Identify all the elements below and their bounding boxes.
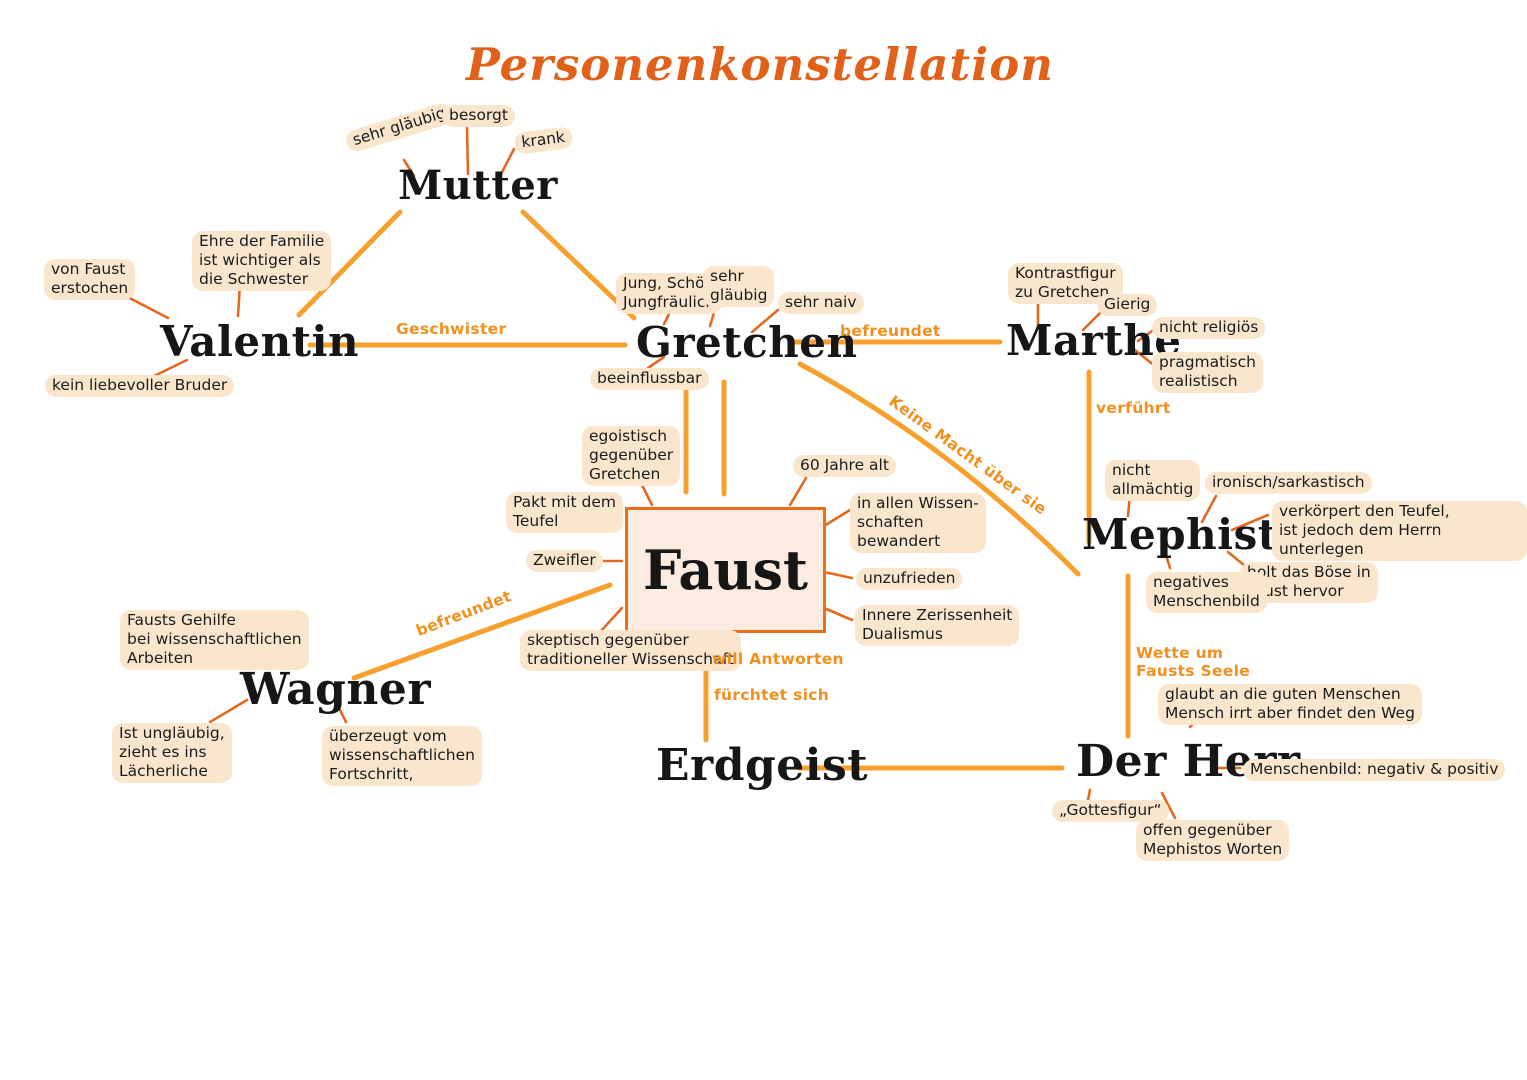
node-valentin: Valentin: [160, 317, 360, 366]
attr-derherr-gottesfigur: „Gottesfigur“: [1052, 800, 1169, 822]
attr-marthe-pragmatisch: pragmatisch realistisch: [1152, 352, 1263, 393]
attr-faust-zweifler: Zweifler: [526, 550, 603, 572]
node-wagner: Wagner: [240, 664, 432, 715]
attr-faust-unzufrieden: unzufrieden: [856, 568, 963, 590]
attr-gretchen-beeinflussbar: beeinflussbar: [590, 368, 709, 390]
attr-faust-wissenschaften: in allen Wissen- schaften bewandert: [850, 493, 986, 553]
attr-mephisto-teufel: verkörpert den Teufel, ist jedoch dem He…: [1272, 501, 1527, 561]
attr-gretchen-naiv: sehr naiv: [778, 292, 864, 314]
attr-wagner-gehilfe: Fausts Gehilfe bei wissenschaftlichen Ar…: [120, 610, 309, 670]
page-title: Personenkonstellation: [466, 38, 1055, 92]
attr-marthe-kontrast: Kontrastfigur zu Gretchen: [1008, 263, 1123, 304]
attr-faust-pakt: Pakt mit dem Teufel: [506, 492, 624, 533]
arrow-mutter-valentin: [296, 209, 403, 318]
attr-marthe-gierig: Gierig: [1097, 294, 1158, 316]
edge-label-verfuehrt: verführt: [1096, 399, 1171, 417]
attr-mephisto-allmaechtig: nicht allmächtig: [1105, 460, 1201, 501]
attribute-connectors: [118, 126, 1270, 820]
node-erdgeist: Erdgeist: [656, 740, 869, 791]
attr-wagner-unglaeubig: Ist ungläubig, zieht es ins Lächerliche: [112, 723, 232, 783]
attr-gretchen-glaeubig: sehr gläubig: [703, 266, 775, 307]
edge-label-wette: Wette um Fausts Seele: [1136, 644, 1251, 680]
attr-faust-skeptisch: skeptisch gegenüber traditioneller Wisse…: [520, 630, 741, 671]
node-marthe: Marthe: [1006, 316, 1182, 365]
node-faust: Faust: [625, 507, 826, 633]
attr-mutter-besorgt: besorgt: [442, 105, 515, 127]
node-mutter: Mutter: [398, 162, 558, 209]
attr-derherr-menschenbild: Menschenbild: negativ & positiv: [1243, 759, 1506, 781]
edge-label-fuerchtet-sich: fürchtet sich: [714, 686, 830, 704]
attr-faust-egoistisch: egoistisch gegenüber Gretchen: [582, 426, 681, 486]
attr-derherr-glaubt: glaubt an die guten Menschen Mensch irrt…: [1158, 684, 1422, 725]
attr-valentin-erstochen: von Faust erstochen: [44, 259, 136, 300]
attr-marthe-religioes: nicht religiös: [1152, 317, 1266, 339]
edge-label-befreundet-gretchen-marthe: befreundet: [840, 322, 941, 340]
attr-mephisto-ironisch: ironisch/sarkastisch: [1205, 472, 1372, 494]
arrow-faust-wagner: [351, 582, 613, 681]
attr-valentin-ehre: Ehre der Familie ist wichtiger als die S…: [192, 231, 332, 291]
attr-valentin-bruder: kein liebevoller Bruder: [45, 375, 235, 397]
edge-label-geschwister: Geschwister: [396, 320, 507, 338]
node-gretchen: Gretchen: [636, 318, 858, 367]
attr-wagner-fortschritt: überzeugt vom wissenschaftlichen Fortsch…: [322, 726, 482, 786]
edge-label-will-antworten: will Antworten: [712, 650, 844, 668]
node-faust-label: Faust: [643, 538, 808, 602]
attr-faust-alter: 60 Jahre alt: [793, 455, 896, 477]
attr-faust-zerissenheit: Innere Zerissenheit Dualismus: [855, 605, 1020, 646]
attr-derherr-offen: offen gegenüber Mephistos Worten: [1136, 820, 1290, 861]
node-mephisto: Mephisto: [1082, 510, 1307, 559]
arrow-mephisto-gretchen: [797, 361, 1081, 577]
attr-mephisto-menschenbild: negatives Menschenbild: [1146, 572, 1267, 613]
arrow-mutter-gretchen: [520, 209, 637, 321]
